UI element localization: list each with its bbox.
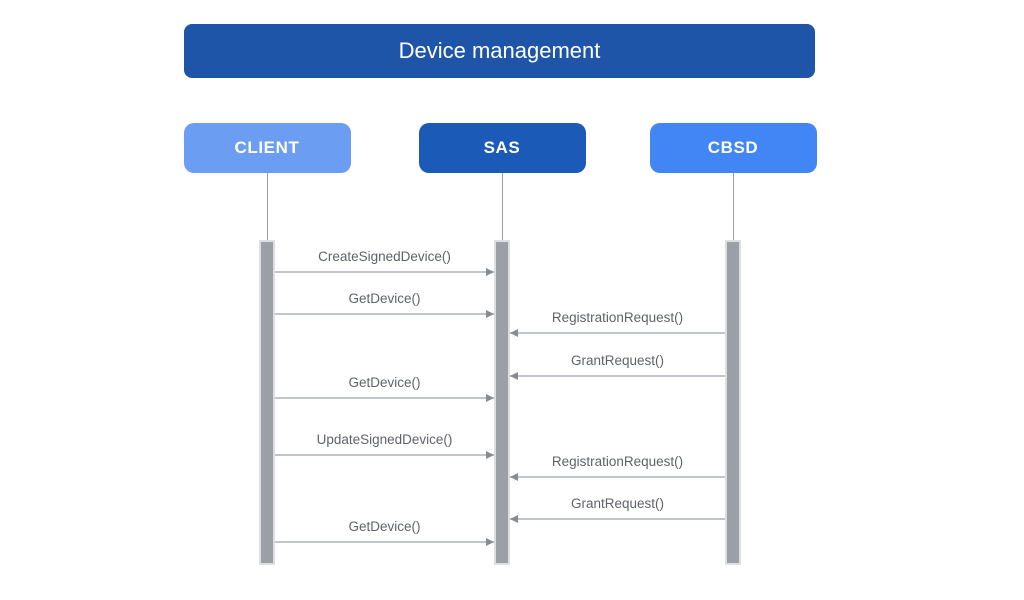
message-label: GetDevice() — [348, 291, 421, 306]
message-line — [510, 375, 725, 377]
message-arrowhead — [486, 450, 494, 459]
activation-bar-sas — [494, 240, 510, 565]
diagram-title: Device management — [398, 38, 601, 63]
actor-box-cbsd: CBSD — [649, 123, 817, 173]
actor-box-client: CLIENT — [183, 123, 351, 173]
message-line — [275, 541, 494, 543]
lifeline-line-cbsd — [732, 173, 734, 240]
message-label: GrantRequest() — [570, 496, 665, 511]
message-line — [275, 397, 494, 399]
actor-box-sas: SAS — [418, 123, 586, 173]
message-line — [275, 313, 494, 315]
message-label: GetDevice() — [348, 375, 421, 390]
message-label: GrantRequest() — [570, 353, 665, 368]
message-line — [275, 454, 494, 456]
message-line — [510, 332, 725, 334]
activation-bar-cbsd — [725, 240, 741, 565]
message-line — [275, 271, 494, 273]
lifeline-line-sas — [501, 173, 503, 240]
actor-label: CLIENT — [234, 138, 300, 157]
actor-label: SAS — [483, 138, 521, 157]
message-label: RegistrationRequest() — [551, 454, 684, 469]
message-arrowhead — [486, 309, 494, 318]
actor-label: CBSD — [707, 138, 759, 157]
message-line — [510, 518, 725, 520]
message-line — [510, 476, 725, 478]
diagram-title-bar: Device management — [184, 24, 815, 78]
lifeline-line-client — [266, 173, 268, 240]
message-label: GetDevice() — [348, 519, 421, 534]
message-label: UpdateSignedDevice() — [316, 432, 453, 447]
message-label: RegistrationRequest() — [551, 310, 684, 325]
message-arrowhead — [486, 537, 494, 546]
message-arrowhead — [510, 328, 518, 337]
message-arrowhead — [510, 472, 518, 481]
message-arrowhead — [510, 514, 518, 523]
message-arrowhead — [486, 393, 494, 402]
message-arrowhead — [486, 267, 494, 276]
message-label: CreateSignedDevice() — [318, 249, 451, 264]
activation-bar-client — [259, 240, 275, 565]
message-arrowhead — [510, 371, 518, 380]
